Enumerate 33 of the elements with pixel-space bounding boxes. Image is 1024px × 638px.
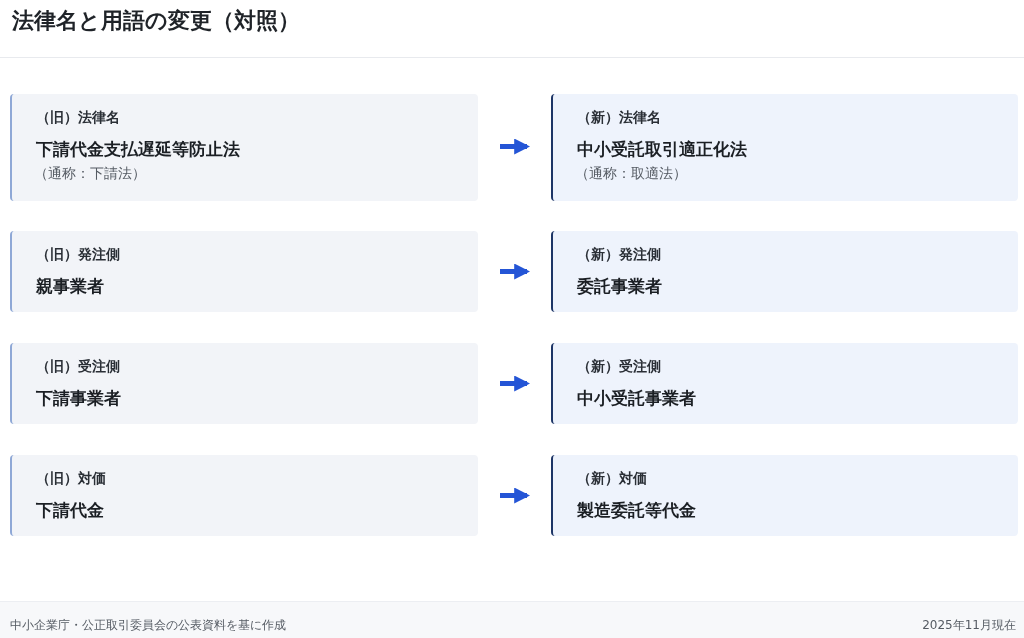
term-name: 下請代金 xyxy=(36,499,104,522)
term-heading: （新）発注側 xyxy=(577,246,661,264)
term-heading: （新）対価 xyxy=(577,470,647,488)
term-heading: （旧）発注側 xyxy=(36,246,120,264)
source-note: 中小企業庁・公正取引委員会の公表資料を基に作成 xyxy=(10,617,286,634)
term-name: 製造委託等代金 xyxy=(577,499,696,522)
term-heading: （新）法律名 xyxy=(577,109,661,127)
term-name: 委託事業者 xyxy=(577,275,662,298)
term-card xyxy=(551,343,1018,424)
term-name: 中小受託事業者 xyxy=(577,387,696,410)
page-title: 法律名と用語の変更（対照） xyxy=(12,7,300,35)
term-card xyxy=(10,231,478,312)
arrow xyxy=(500,487,531,504)
term-note: （通称：下請法） xyxy=(34,165,146,183)
term-card xyxy=(551,231,1018,312)
term-heading: （旧）対価 xyxy=(36,470,106,488)
date-note: 2025年11月現在 xyxy=(922,617,1016,634)
term-heading: （旧）受注側 xyxy=(36,358,120,376)
arrow xyxy=(500,263,531,280)
term-card xyxy=(551,94,1018,201)
term-name: 親事業者 xyxy=(36,275,104,298)
arrow xyxy=(500,375,531,392)
term-heading: （新）受注側 xyxy=(577,358,661,376)
arrow xyxy=(500,138,531,155)
term-name: 中小受託取引適正化法 xyxy=(577,138,747,161)
term-card xyxy=(551,455,1018,536)
term-card xyxy=(10,343,478,424)
term-card xyxy=(10,455,478,536)
term-name: 下請代金支払遅延等防止法 xyxy=(36,138,240,161)
term-name: 下請事業者 xyxy=(36,387,121,410)
term-note: （通称：取適法） xyxy=(575,165,687,183)
term-card xyxy=(10,94,478,201)
term-heading: （旧）法律名 xyxy=(36,109,120,127)
